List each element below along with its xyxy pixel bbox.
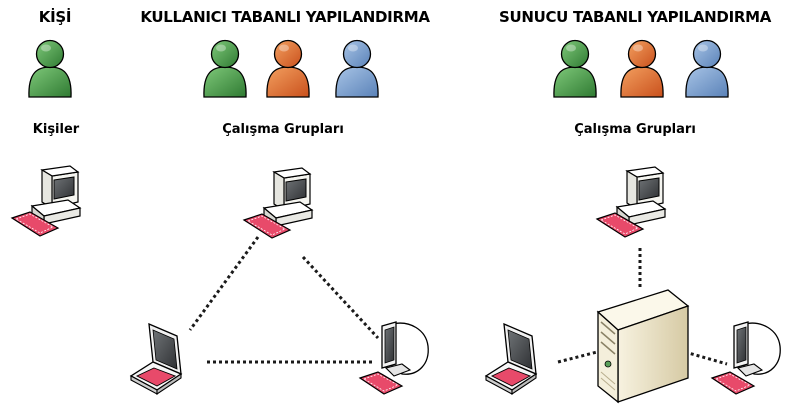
user-based-heading: KULLANICI TABANLI YAPILANDIRMA: [140, 8, 430, 26]
laptop-icon: [130, 323, 182, 395]
laptop-icon: [485, 323, 537, 395]
server-based-heading: SUNUCU TABANLI YAPILANDIRMA: [498, 8, 772, 26]
individual-label: Kişiler: [32, 122, 80, 137]
server-connections: [557, 248, 728, 366]
connector-line: [301, 255, 380, 340]
person-icon: [553, 39, 597, 98]
connector-line: [557, 350, 598, 364]
crt-monitor-icon: [711, 321, 781, 395]
person-icon: [203, 39, 247, 98]
connector-line: [188, 236, 260, 331]
person-icon: [335, 39, 379, 98]
server-tower-icon: [596, 289, 690, 404]
connector-line: [684, 350, 728, 366]
peer-connections: [188, 236, 380, 364]
user-based-label: Çalışma Grupları: [222, 122, 344, 137]
crt-monitor-icon: [359, 321, 429, 395]
person-icon: [685, 39, 729, 98]
individual-heading: KİŞİ: [38, 8, 72, 26]
person-icon: [266, 39, 310, 98]
server-based-label: Çalışma Grupları: [574, 122, 696, 137]
person-icon: [28, 39, 72, 98]
desktop-computer-icon: [11, 165, 81, 237]
desktop-computer-icon: [596, 166, 666, 238]
person-icon: [620, 39, 664, 98]
desktop-computer-icon: [243, 167, 313, 239]
